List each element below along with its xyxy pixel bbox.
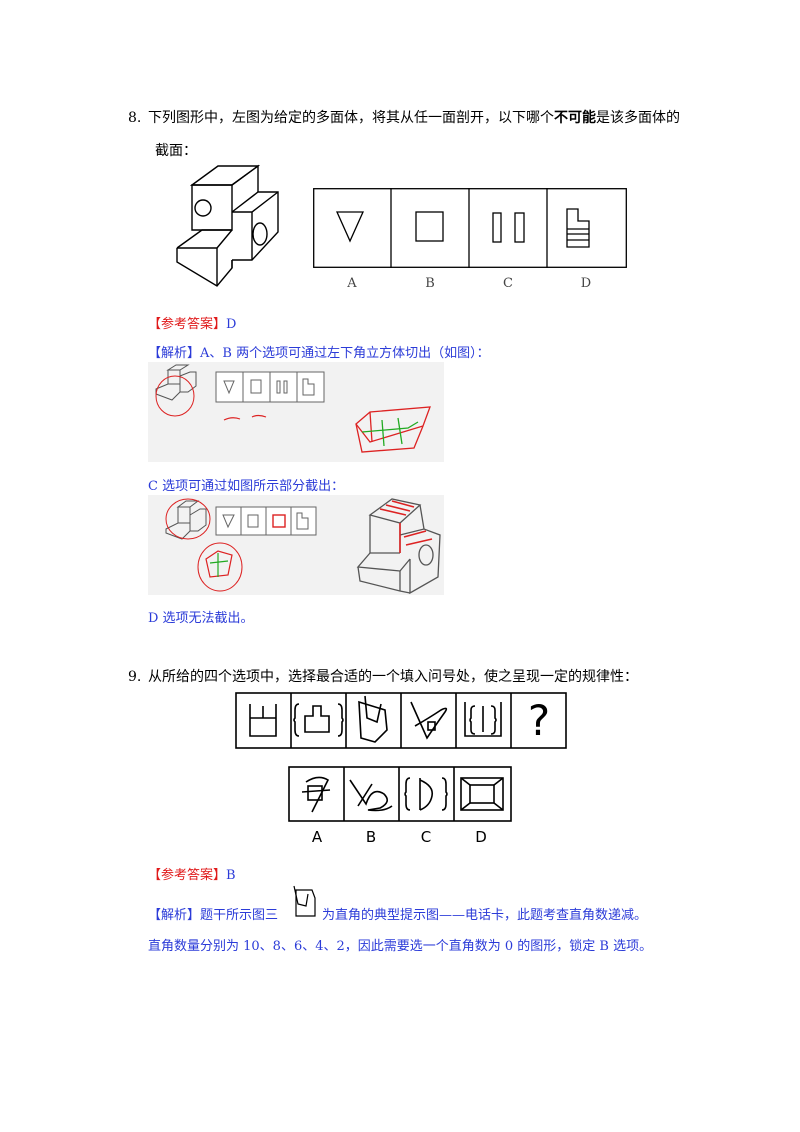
q8-number: 8. <box>128 110 142 126</box>
q9-answer-label: 【参考答案】 <box>148 868 227 883</box>
q8-text-before: 下列图形中，左图为给定的多面体，将其从任一面剖开，以下哪个 <box>148 110 554 126</box>
q9-option-label-d: D <box>475 828 487 846</box>
q9-analysis-line2: 直角数量分别为 10、8、6、4、2，因此需要选一个直角数为 0 的图形，锁定 … <box>148 939 653 954</box>
q9-number: 9. <box>128 669 142 685</box>
q8-analysis-label: 【解析】 <box>148 346 201 361</box>
q8-text-after: 是该多面体的 <box>596 110 680 126</box>
q8-analysis: 【解析】A、B 两个选项可通过左下角立方体切出（如图）： <box>148 342 490 361</box>
q9-analysis-label: 【解析】 <box>148 908 201 923</box>
q9-option-label-c: C <box>420 828 432 846</box>
q8-question-text-line2: 截面： <box>155 143 197 159</box>
q9-option-label-b: B <box>365 828 377 846</box>
q8-analysis-line1: A、B 两个选项可通过左下角立方体切出（如图）： <box>200 346 490 361</box>
q9-question-mark: ? <box>527 696 551 745</box>
q9-sequence-figure <box>235 692 567 749</box>
q9-answer: 【参考答案】B <box>148 864 236 883</box>
q9-analysis: 【解析】题干所示图三 <box>148 904 278 923</box>
q8-options-figure <box>313 188 627 268</box>
q8-analysis-line2: C 选项可通过如图所示部分截出： <box>148 479 345 494</box>
q8-option-label-a: A <box>347 276 357 291</box>
q8-analysis-image-1 <box>148 362 444 462</box>
q8-polyhedron-figure <box>172 160 284 288</box>
q9-options-figure <box>288 766 512 822</box>
q8-answer-label: 【参考答案】 <box>148 317 227 332</box>
q8-option-label-d: D <box>580 276 592 291</box>
q9-answer-value: B <box>226 868 236 883</box>
q9-analysis-phone-card-image <box>288 884 320 920</box>
q9-question-text: 从所给的四个选项中，选择最合适的一个填入问号处，使之呈现一定的规律性： <box>148 669 638 685</box>
q8-answer: 【参考答案】D <box>148 313 236 332</box>
q8-analysis-line3: D 选项无法截出。 <box>148 611 254 626</box>
q8-option-label-c: C <box>503 276 513 291</box>
q9-analysis-part1: 题干所示图三 <box>200 908 279 923</box>
q8-analysis-image-2 <box>148 495 444 595</box>
q8-option-label-b: B <box>425 276 435 291</box>
q9-option-label-a: A <box>311 828 323 846</box>
q9-analysis-part2: 为直角的典型提示图——电话卡，此题考查直角数递减。 <box>322 908 648 923</box>
q8-text-bold: 不可能 <box>554 110 596 126</box>
q8-answer-value: D <box>226 317 237 332</box>
q8-question-text: 下列图形中，左图为给定的多面体，将其从任一面剖开，以下哪个不可能是该多面体的 <box>148 108 680 128</box>
